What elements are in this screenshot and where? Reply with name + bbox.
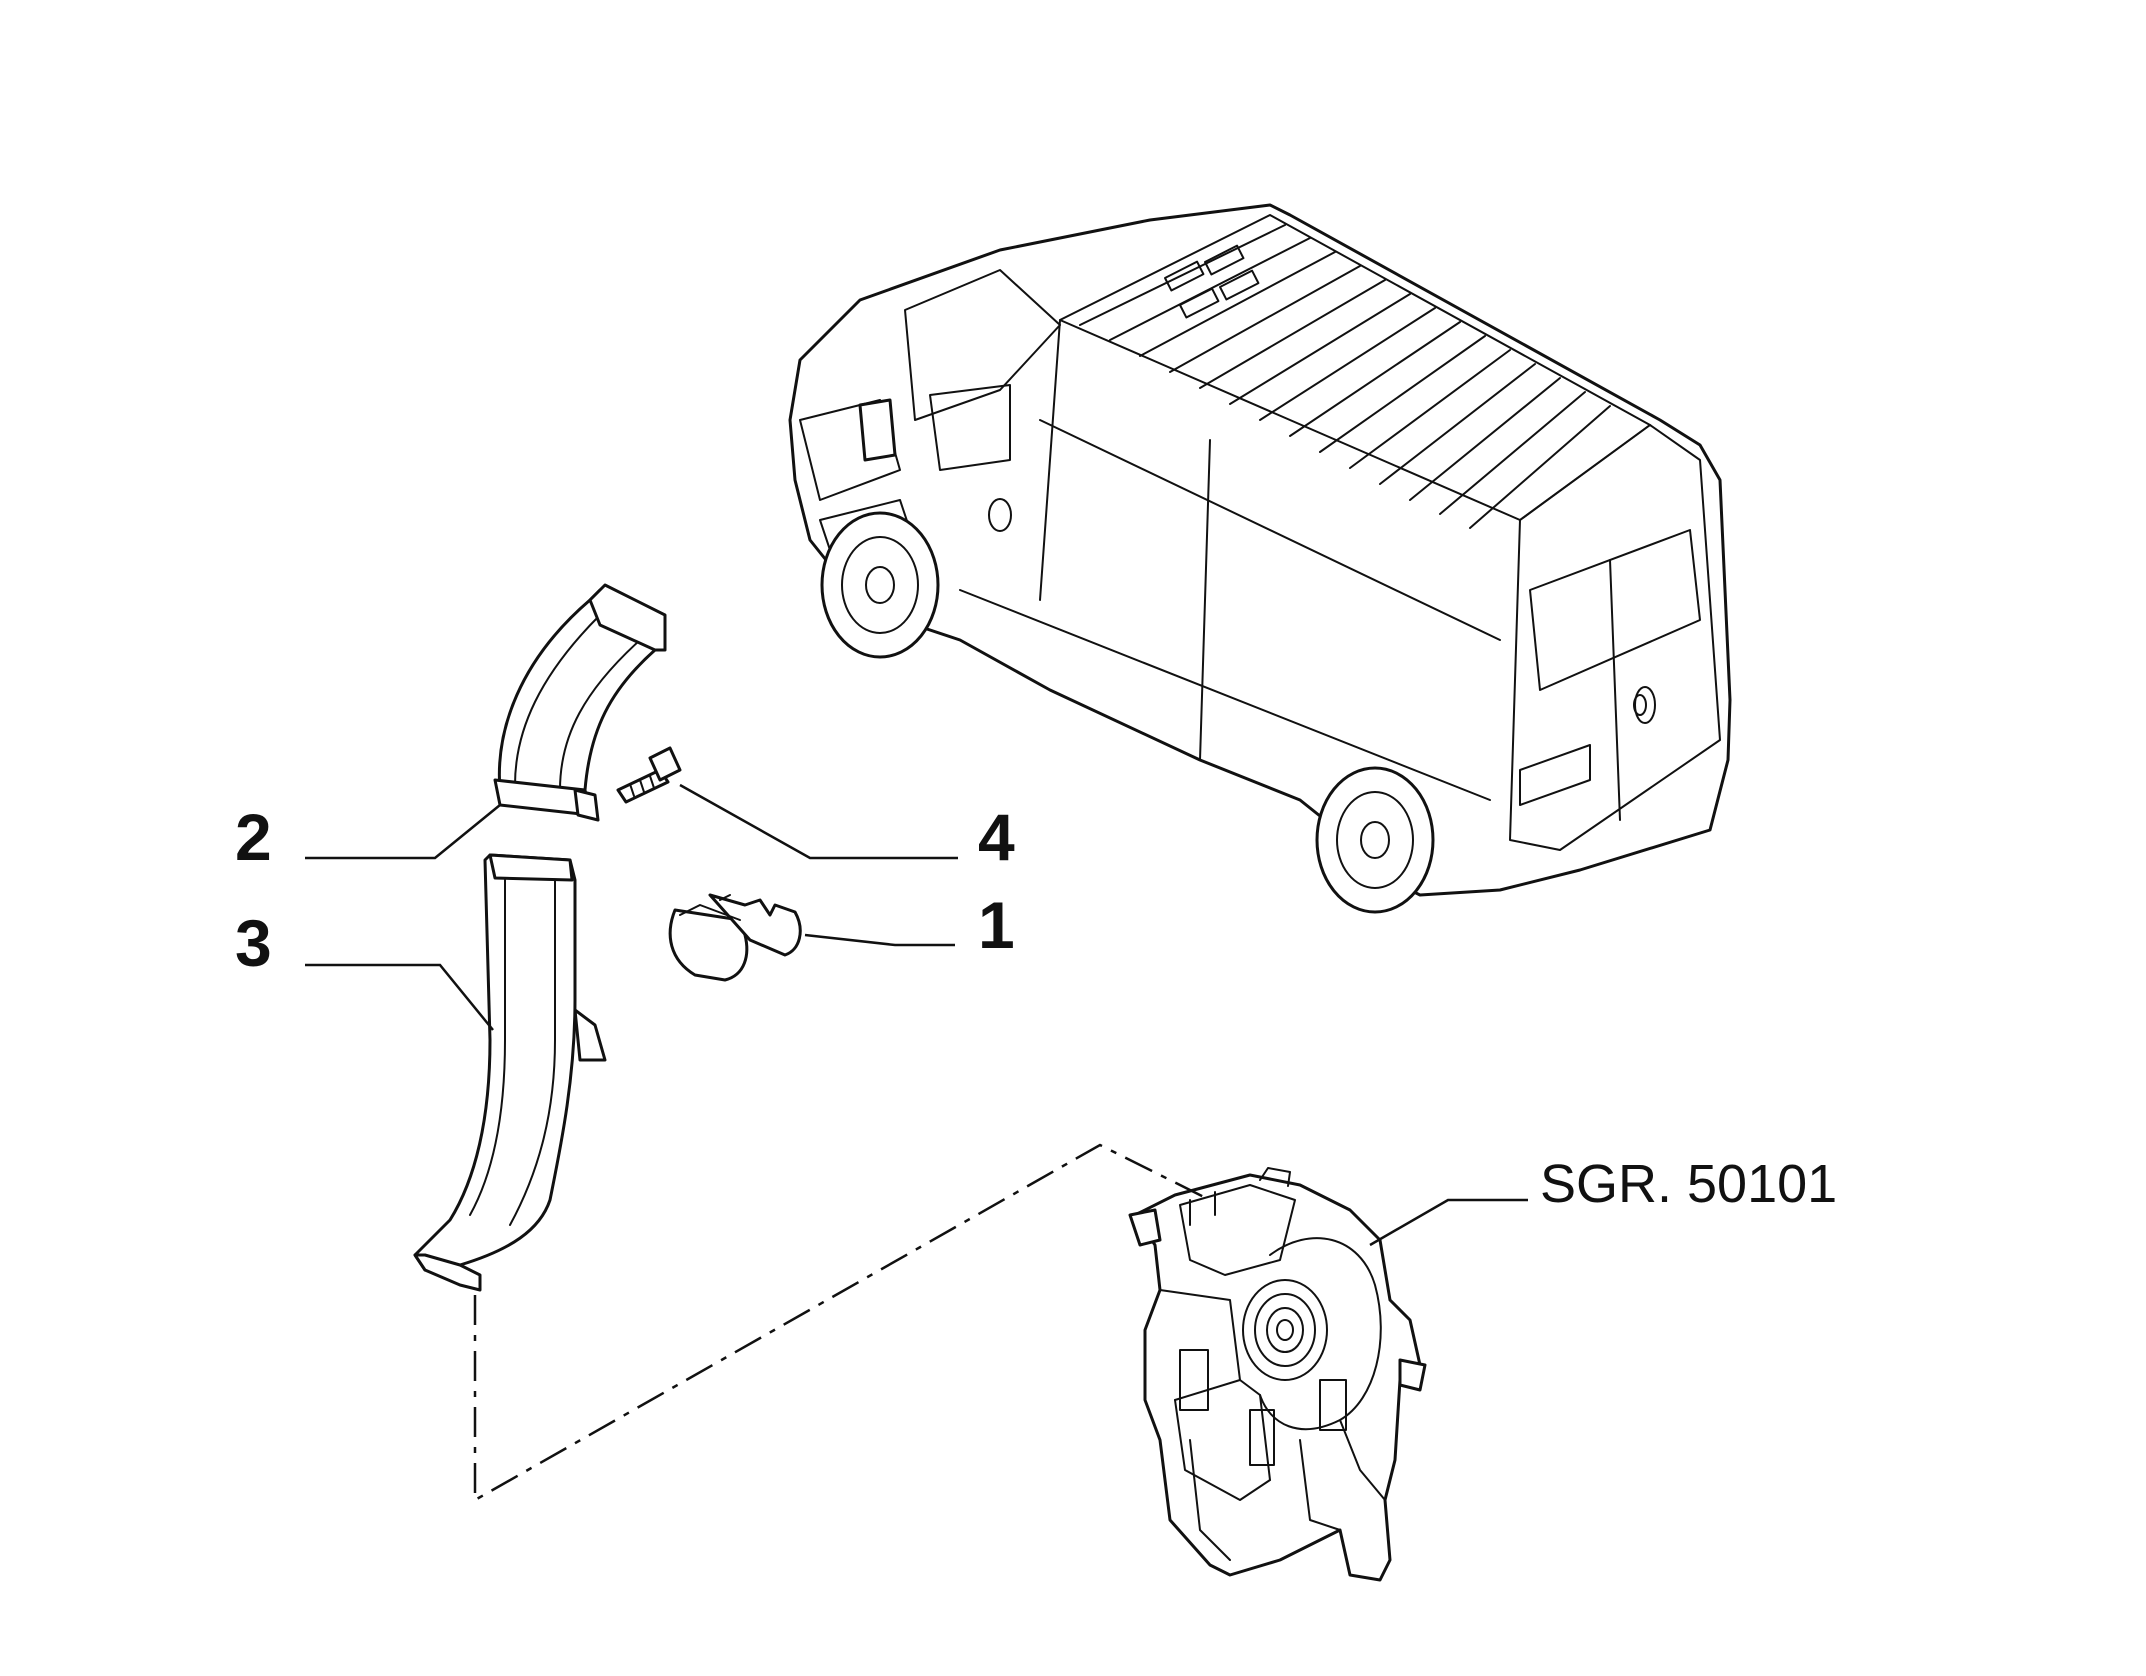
callout-3: 3 xyxy=(235,906,272,980)
leader-part-2 xyxy=(305,804,501,860)
rear-wheel xyxy=(1315,766,1435,914)
front-wheel xyxy=(820,511,940,659)
assembly-dash-line xyxy=(473,1143,1211,1503)
callout-1: 1 xyxy=(978,888,1015,962)
leader-part-1 xyxy=(804,933,955,947)
part-2-upper-air-duct xyxy=(493,583,667,822)
leader-part-3 xyxy=(305,963,494,1031)
callout-4: 4 xyxy=(978,800,1015,874)
callout-sgr-reference: SGR. 50101 xyxy=(1540,1154,1837,1214)
van-illustration xyxy=(788,203,1732,914)
part-4-screw xyxy=(616,746,682,804)
hvac-blower-assembly xyxy=(1128,1167,1427,1582)
leader-sgr xyxy=(1369,1198,1528,1247)
leader-part-4 xyxy=(679,783,958,860)
leader-lines xyxy=(305,783,1528,1503)
part-3-lower-air-duct xyxy=(413,853,607,1292)
part-1-clip xyxy=(668,893,802,982)
roof-ribs xyxy=(1079,224,1611,529)
callout-2: 2 xyxy=(235,800,272,874)
